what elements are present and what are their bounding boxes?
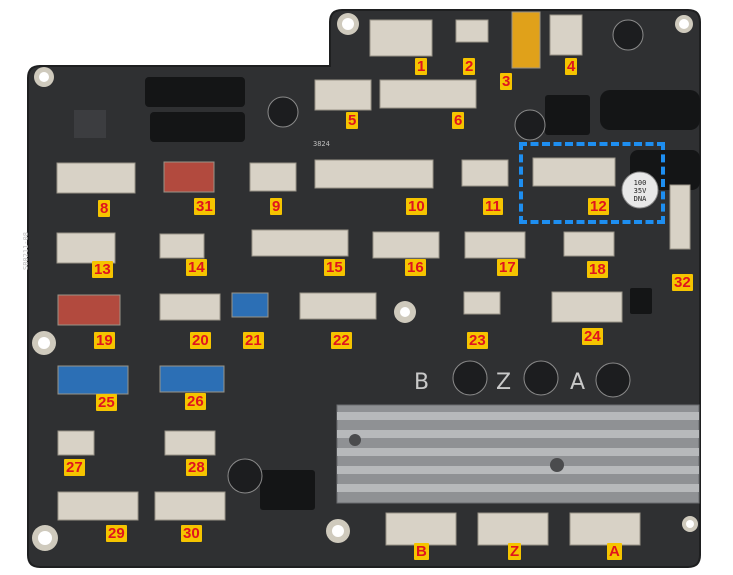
connector-4 (549, 14, 583, 56)
label-28: 28 (186, 459, 207, 476)
connector-22 (299, 292, 377, 320)
label-4: 4 (565, 58, 578, 75)
connector-10 (314, 159, 434, 189)
label-15: 15 (324, 259, 345, 276)
label-b: B (414, 543, 429, 560)
label-14: 14 (186, 259, 207, 276)
label-5: 5 (346, 112, 359, 129)
label-6: 6 (452, 112, 465, 129)
connector-a (569, 512, 641, 546)
label-31: 31 (194, 198, 215, 215)
label-3: 3 (500, 73, 513, 90)
connector-32 (669, 184, 691, 250)
capacitor-marking: 100 35V DNA (633, 179, 647, 203)
connector-3 (511, 11, 541, 69)
connector-17 (464, 231, 526, 259)
label-17: 17 (497, 259, 518, 276)
connector-16 (372, 231, 440, 259)
label-z: Z (508, 543, 522, 560)
connector-2 (455, 19, 489, 43)
label-21: 21 (243, 332, 264, 349)
connector-12 (532, 157, 616, 187)
label-24: 24 (582, 328, 603, 345)
label-13: 13 (92, 261, 113, 278)
connector-18 (563, 231, 615, 257)
silkscreen-z: Z (496, 370, 512, 395)
connector-z (477, 512, 549, 546)
label-8: 8 (98, 200, 111, 217)
label-30: 30 (181, 525, 202, 542)
connector-9 (249, 162, 297, 192)
capacitors (227, 19, 659, 494)
connector-24 (551, 291, 623, 323)
label-18: 18 (587, 261, 608, 278)
connector-15 (251, 229, 349, 257)
mounting-holes (32, 13, 698, 551)
label-1: 1 (415, 58, 428, 75)
connector-6 (379, 79, 477, 109)
label-23: 23 (467, 332, 488, 349)
board-id: SB0211-08 (22, 232, 30, 270)
connector-27 (57, 430, 95, 456)
connector-30 (154, 491, 226, 521)
heatsink (336, 404, 700, 504)
connector-19 (57, 294, 121, 326)
label-a: A (607, 543, 622, 560)
connector-21 (231, 292, 269, 318)
silkscreen-a: A (570, 370, 586, 395)
connector-20 (159, 293, 221, 321)
label-29: 29 (106, 525, 127, 542)
connector-29 (57, 491, 139, 521)
connectors (56, 11, 691, 546)
label-19: 19 (94, 332, 115, 349)
label-32: 32 (672, 274, 693, 291)
label-11: 11 (483, 198, 503, 215)
connector-28 (164, 430, 216, 456)
dark-components (74, 77, 700, 510)
label-27: 27 (64, 459, 85, 476)
connector-14 (159, 233, 205, 259)
connector-11 (461, 159, 509, 187)
label-12: 12 (588, 198, 609, 215)
connector-8 (56, 162, 136, 194)
board-code: 3824 (313, 140, 330, 148)
label-9: 9 (270, 198, 283, 215)
silkscreen-b: B (414, 370, 430, 395)
connector-25 (57, 365, 129, 395)
label-16: 16 (405, 259, 426, 276)
label-25: 25 (96, 394, 117, 411)
connector-13 (56, 232, 116, 264)
connector-31 (163, 161, 215, 193)
label-10: 10 (406, 198, 427, 215)
connector-26 (159, 365, 225, 393)
label-26: 26 (185, 393, 206, 410)
label-20: 20 (190, 332, 211, 349)
label-2: 2 (463, 58, 476, 75)
connector-12-highlight (519, 142, 665, 224)
connector-5 (314, 79, 372, 111)
connector-b (385, 512, 457, 546)
connector-23 (463, 291, 501, 315)
connector-1 (369, 19, 433, 57)
label-22: 22 (331, 332, 352, 349)
